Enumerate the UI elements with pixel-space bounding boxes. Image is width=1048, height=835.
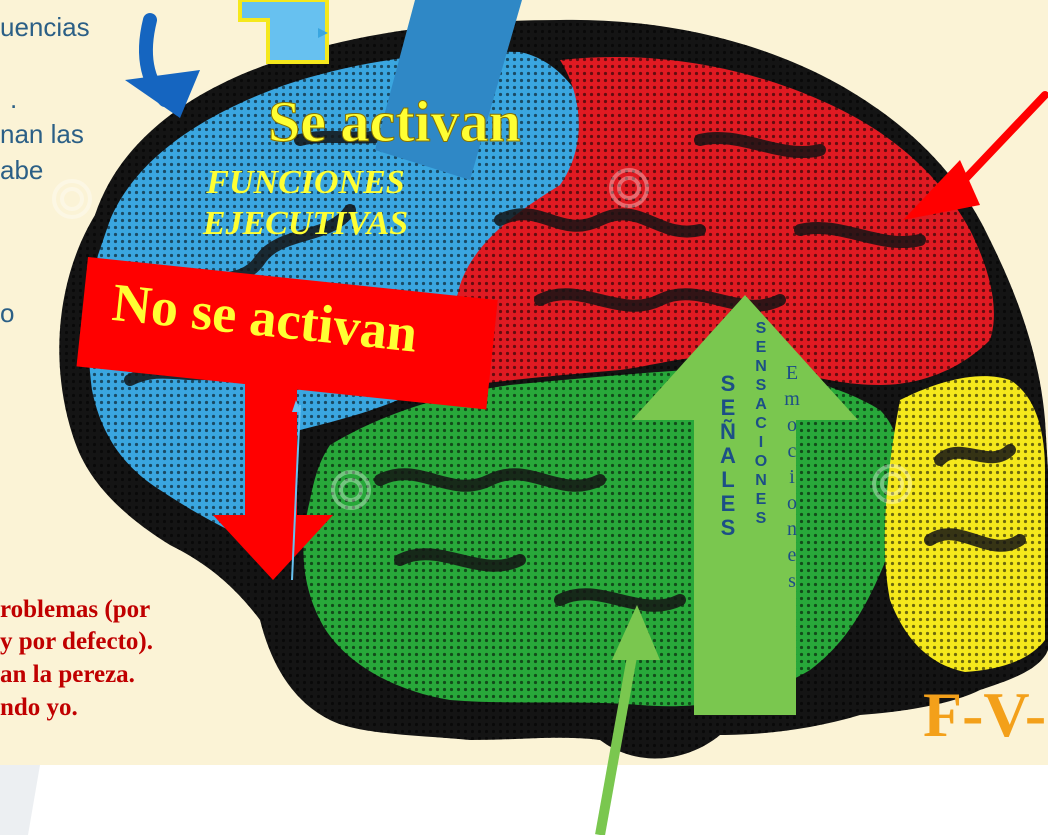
emociones-letter: s [788,570,796,592]
funciones-line: FUNCIONES [206,164,405,201]
bottom-green-arrow-shaft [595,639,640,835]
senales-letter: E [720,395,736,420]
thin-blue-arrow-head [292,400,301,412]
sensaciones-letter: S [755,320,767,337]
sensaciones-letter: S [755,510,767,527]
thin-blue-arrow [291,404,301,581]
fv-label: F-V- [923,679,1047,750]
bottom-text-4: ndo yo. [0,694,78,721]
emociones-letter: c [787,440,797,462]
sensaciones-letter: C [755,415,767,432]
sensaciones-letter: A [755,396,767,413]
watermark-swirls [52,168,912,510]
senales-letter: Ñ [720,419,736,444]
emociones-letter: o [787,414,797,436]
green-up-arrow-head [632,295,858,420]
sensaciones-letter: S [755,377,767,394]
arrow-small-right-icon [318,28,328,38]
senales-letter: A [720,443,736,468]
senales-letter: S [720,371,736,396]
top-blue-arrow [238,0,329,64]
ejecutivas-line: EJECUTIVAS [202,205,409,242]
left-gray-band [0,765,40,835]
sensaciones-letter: N [755,472,767,489]
green-up-arrow-shaft [694,418,796,715]
bottom-text-2: y por defecto). [0,628,153,655]
dark-blue-arrow-head [125,70,200,118]
left-text-1: uencias [0,12,90,42]
top-right-blue-band [375,0,522,180]
emociones-letter: m [784,388,800,410]
emociones-letter: e [787,544,797,566]
senales-letter: S [720,515,736,540]
red-arrow-head [903,160,980,220]
bottom-white-area [0,765,1048,835]
sensaciones-letter: I [758,434,764,451]
left-text-5: o [0,298,15,328]
brain-folds [124,114,1026,612]
emociones-letter: i [789,466,795,488]
senales-letter: L [721,467,735,492]
left-text-2: . [10,84,18,114]
emociones-letter: E [785,362,799,384]
left-text-4: abe [0,155,44,185]
bottom-green-arrow-head [612,605,660,660]
halftone-texture [59,19,1048,759]
senales-letter: E [720,491,736,516]
bottom-text-3: an la pereza. [0,661,135,688]
bottom-text-1: roblemas (por [0,596,151,623]
emociones-letter: o [787,492,797,514]
se-activan-label: Se activan [268,89,522,155]
red-down-arrow-head [213,515,333,580]
sensaciones-letter: N [755,358,767,375]
sensaciones-letter: O [754,453,768,470]
left-text-3: nan las [0,119,84,149]
emociones-letter: n [787,518,797,540]
funciones-ejecutivas-label: FUNCIONES EJECUTIVAS [178,162,433,244]
sensaciones-letter: E [755,491,767,508]
sensaciones-letter: E [755,339,767,356]
